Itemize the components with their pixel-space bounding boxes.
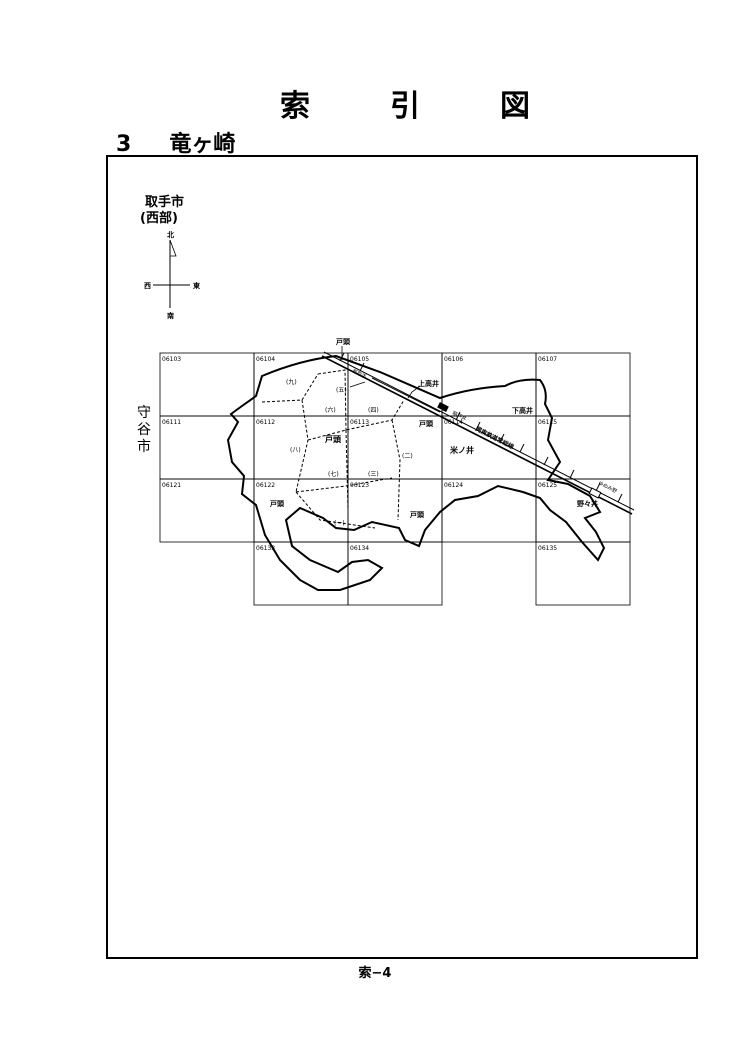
grid-cell-code: 06134	[350, 545, 369, 552]
railway-joso-line: 関東鉄道常総線 新取手 稲戸井 ゆめみ野	[321, 351, 635, 515]
side-label-moriya: 守 谷 市	[137, 405, 151, 455]
district-label-6: (六)	[325, 406, 336, 414]
grid-cell-code: 06135	[538, 545, 557, 552]
area-name-line2: (西部)	[140, 210, 178, 226]
compass-north: 北	[167, 230, 174, 239]
grid-cell-code: 06115	[538, 419, 557, 426]
district-label-7: (七)	[328, 470, 339, 478]
city-boundary	[226, 354, 606, 591]
label-totou-right: 戸頭	[419, 419, 434, 428]
label-totou-center: 戸頭	[325, 435, 342, 444]
title-char-1: 索	[280, 89, 310, 124]
grid-cell-code: 06105	[350, 356, 369, 363]
grid-cell-code: 06107	[538, 356, 557, 363]
label-kamitakai: 上高井	[418, 379, 439, 388]
station-shintoride-icon	[437, 402, 449, 412]
district-label-9: (九)	[286, 378, 297, 386]
label-nonoi: 野々井	[577, 499, 598, 508]
grid-cell-code: 06106	[444, 356, 463, 363]
section-heading: 3 竜ヶ崎	[116, 126, 236, 157]
leader-lines	[341, 346, 421, 399]
label-shimotakai: 下高井	[512, 406, 533, 415]
section-name: 竜ヶ崎	[169, 132, 236, 157]
grid-cell-code: 06103	[162, 356, 181, 363]
side-label-char-3: 市	[137, 438, 151, 455]
page-title: 索 引 図	[280, 80, 530, 126]
compass-south: 南	[167, 311, 174, 320]
place-labels: 戸頭 上高井 下高井 戸頭 戸頭 米ノ井 戸頭 戸頭 野々井	[270, 337, 598, 519]
area-name-line1: 取手市	[145, 194, 184, 210]
label-totou-bottom-1: 戸頭	[410, 510, 425, 519]
railway-line-name: 関東鉄道常総線	[474, 425, 515, 451]
compass: 取手市 (西部) 北 南 東 西	[140, 194, 201, 320]
grid-cell	[347, 541, 443, 606]
district-label-1: (一)	[334, 520, 345, 527]
district-label-2: (二)	[402, 453, 413, 460]
side-label-char-2: 谷	[137, 422, 151, 438]
label-yonenoi: 米ノ井	[449, 445, 474, 455]
grid-cell-code: 06104	[256, 356, 275, 363]
district-label-4: (四)	[368, 407, 379, 414]
district-boundaries	[261, 369, 405, 529]
side-label-char-1: 守	[137, 405, 151, 421]
railway-ticks	[339, 352, 623, 503]
district-label-3: (三)	[368, 471, 379, 478]
grid-cell-code: 06113	[350, 419, 369, 426]
north-arrow-icon	[169, 239, 177, 257]
grid-cell-code: 06123	[350, 482, 369, 489]
label-totou-left: 戸頭	[270, 499, 285, 508]
grid-cell-code: 06111	[162, 419, 181, 426]
compass-east: 東	[193, 281, 201, 290]
grid-cell-code: 06125	[538, 482, 557, 489]
grid-cell-code: 06122	[256, 482, 275, 489]
district-label-5: (五)	[336, 387, 347, 394]
map-frame	[106, 155, 698, 959]
compass-west: 西	[144, 282, 151, 290]
label-totou-top: 戸頭	[336, 337, 351, 346]
title-char-2: 引	[390, 89, 420, 124]
grid-cell-code: 06121	[162, 482, 181, 489]
page-number: 索−4	[358, 966, 392, 981]
district-labels: (九) (五) (六) (四) (八) (二) (七) (三) (一)	[286, 378, 413, 527]
station-yumemino-icon	[588, 487, 602, 499]
grid-cell-code: 06124	[444, 482, 463, 489]
grid-cell-code: 06133	[256, 545, 275, 552]
index-grid: 06103 06104 06105 06106 06107 06111 06112 06113…	[159, 352, 631, 606]
section-number: 3	[116, 132, 132, 157]
grid-cell-code: 06112	[256, 419, 275, 426]
district-label-8: (八)	[290, 447, 301, 454]
title-char-3: 図	[500, 89, 530, 124]
